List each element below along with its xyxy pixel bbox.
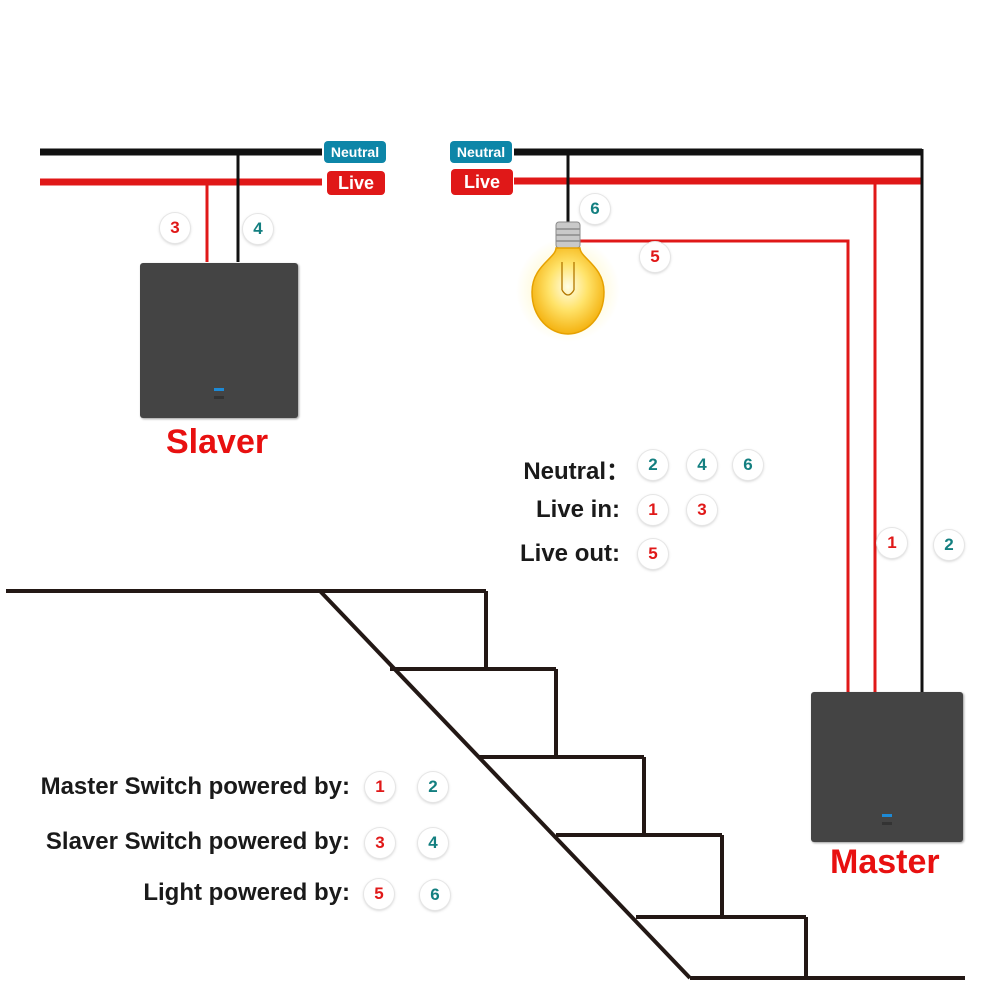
wire-badge-4: 4 (243, 214, 273, 244)
slaver-notch (214, 396, 224, 399)
wire-badge-6: 6 (580, 194, 610, 224)
legend-live-in-badge: 1 (638, 495, 668, 525)
master-label: Master (830, 843, 940, 881)
wire-badge-5: 5 (640, 242, 670, 272)
master-power-badge: 1 (365, 772, 395, 802)
light-power-badge: 6 (420, 880, 450, 910)
light-power-label: Light powered by: (143, 879, 350, 906)
left-live-tag: Live (327, 171, 385, 195)
left-neutral-tag: Neutral (324, 141, 386, 163)
wire-badge-3: 3 (160, 213, 190, 243)
light-power-badge: 5 (364, 879, 394, 909)
legend-neutral-badge: 4 (687, 450, 717, 480)
wire-badge-1: 1 (877, 528, 907, 558)
legend-live-in-label: Live in: (535, 496, 620, 523)
master-switch (811, 692, 963, 842)
legend-live-out-badge: 5 (638, 539, 668, 569)
wire-5 (578, 239, 850, 692)
legend-live-out-label: Live out: (520, 540, 620, 567)
master-indicator-icon (882, 814, 892, 817)
legend-neutral-badge: 6 (733, 450, 763, 480)
wire-badge-2: 2 (934, 530, 964, 560)
slaver-switch (140, 263, 298, 418)
light-bulb-icon (516, 221, 620, 342)
master-power-label: Master Switch powered by: (40, 773, 350, 800)
master-power-badge: 2 (418, 772, 448, 802)
legend-neutral-badge: 2 (638, 450, 668, 480)
right-neutral-tag: Neutral (450, 141, 512, 163)
right-live-tag: Live (451, 169, 513, 195)
master-notch (882, 822, 892, 825)
slaver-label: Slaver (166, 423, 269, 461)
legend-neutral-label: Neutral： (523, 458, 630, 485)
slaver-power-badge: 4 (418, 828, 448, 858)
slaver-power-badge: 3 (365, 828, 395, 858)
staircase (6, 589, 965, 980)
slaver-indicator-icon (214, 388, 224, 391)
slaver-power-label: Slaver Switch powered by: (45, 828, 350, 855)
legend-live-in-badge: 3 (687, 495, 717, 525)
